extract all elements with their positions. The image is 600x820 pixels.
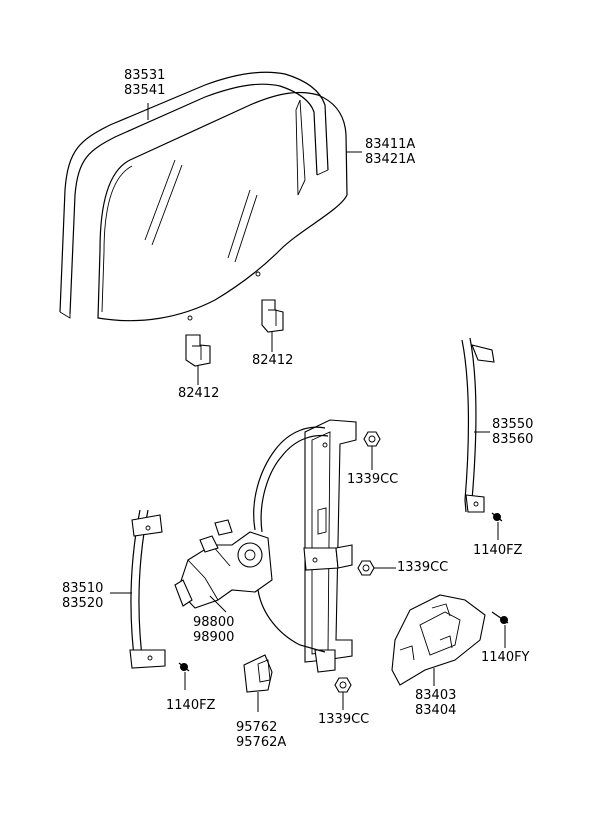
regulator-cable-lower xyxy=(257,589,326,653)
label-nut-top-text: 1339CC xyxy=(347,472,399,487)
label-glass-line1: 83411A xyxy=(365,137,416,152)
label-clip-left-text: 82412 xyxy=(178,386,220,401)
label-bolt-left: 1140FZ xyxy=(166,698,215,713)
label-bolt-left-text: 1140FZ xyxy=(166,698,216,713)
label-nut-mid-text: 1339CC xyxy=(397,560,449,575)
label-glass-line2: 83421A xyxy=(365,152,416,167)
cover-bracket xyxy=(243,654,273,693)
front-channel xyxy=(129,509,166,669)
label-cover-line1: 95762 xyxy=(236,720,278,735)
label-channel-front-line2: 83520 xyxy=(62,596,104,611)
door-glass xyxy=(97,91,348,322)
label-channel-front: 83510 83520 xyxy=(62,581,103,611)
label-nut-mid: 1339CC xyxy=(397,560,448,575)
label-glass: 83411A 83421A xyxy=(365,137,415,167)
label-channel-outer: 83531 83541 xyxy=(124,68,165,98)
regulator-cable-upper-inner xyxy=(260,434,329,533)
glass-clip-left xyxy=(185,334,211,367)
rear-channel xyxy=(461,337,495,513)
bolt-far-right xyxy=(491,611,509,624)
label-cover-line2: 95762A xyxy=(236,735,287,750)
label-bracket-line1: 83403 xyxy=(415,688,457,703)
label-channel-front-line1: 83510 xyxy=(62,581,104,596)
label-nut-bottom-text: 1339CC xyxy=(318,712,370,727)
label-bolt-far-right-text: 1140FY xyxy=(481,650,530,665)
window-motor xyxy=(174,519,273,609)
label-clip-right-text: 82412 xyxy=(252,353,294,368)
regulator-bracket xyxy=(391,594,486,686)
label-nut-top: 1339CC xyxy=(347,472,398,487)
label-clip-right: 82412 xyxy=(252,353,293,368)
glass-run-channel xyxy=(59,71,329,319)
regulator-rail xyxy=(303,419,357,673)
label-channel-outer-line2: 83541 xyxy=(124,83,166,98)
label-clip-left: 82412 xyxy=(178,386,219,401)
bolt-left xyxy=(178,662,190,672)
label-channel-rear: 83550 83560 xyxy=(492,417,533,447)
leader-motor xyxy=(209,595,227,613)
nut-mid xyxy=(357,560,375,576)
bolt-right xyxy=(491,512,503,522)
label-bracket-line2: 83404 xyxy=(415,703,457,718)
nut-bottom xyxy=(334,677,352,693)
label-nut-bottom: 1339CC xyxy=(318,712,369,727)
label-motor-line1: 98800 xyxy=(193,615,235,630)
label-channel-outer-line1: 83531 xyxy=(124,68,166,83)
label-channel-rear-line1: 83550 xyxy=(492,417,534,432)
label-motor-line2: 98900 xyxy=(193,630,235,645)
label-cover: 95762 95762A xyxy=(236,720,286,750)
regulator-cable-upper xyxy=(253,426,326,531)
glass-clip-right xyxy=(261,299,284,333)
label-bolt-right-text: 1140FZ xyxy=(473,543,523,558)
label-bracket: 83403 83404 xyxy=(415,688,456,718)
label-motor: 98800 98900 xyxy=(193,615,234,645)
label-channel-rear-line2: 83560 xyxy=(492,432,534,447)
nut-top xyxy=(363,431,381,447)
label-bolt-far-right: 1140FY xyxy=(481,650,530,665)
label-bolt-right: 1140FZ xyxy=(473,543,522,558)
